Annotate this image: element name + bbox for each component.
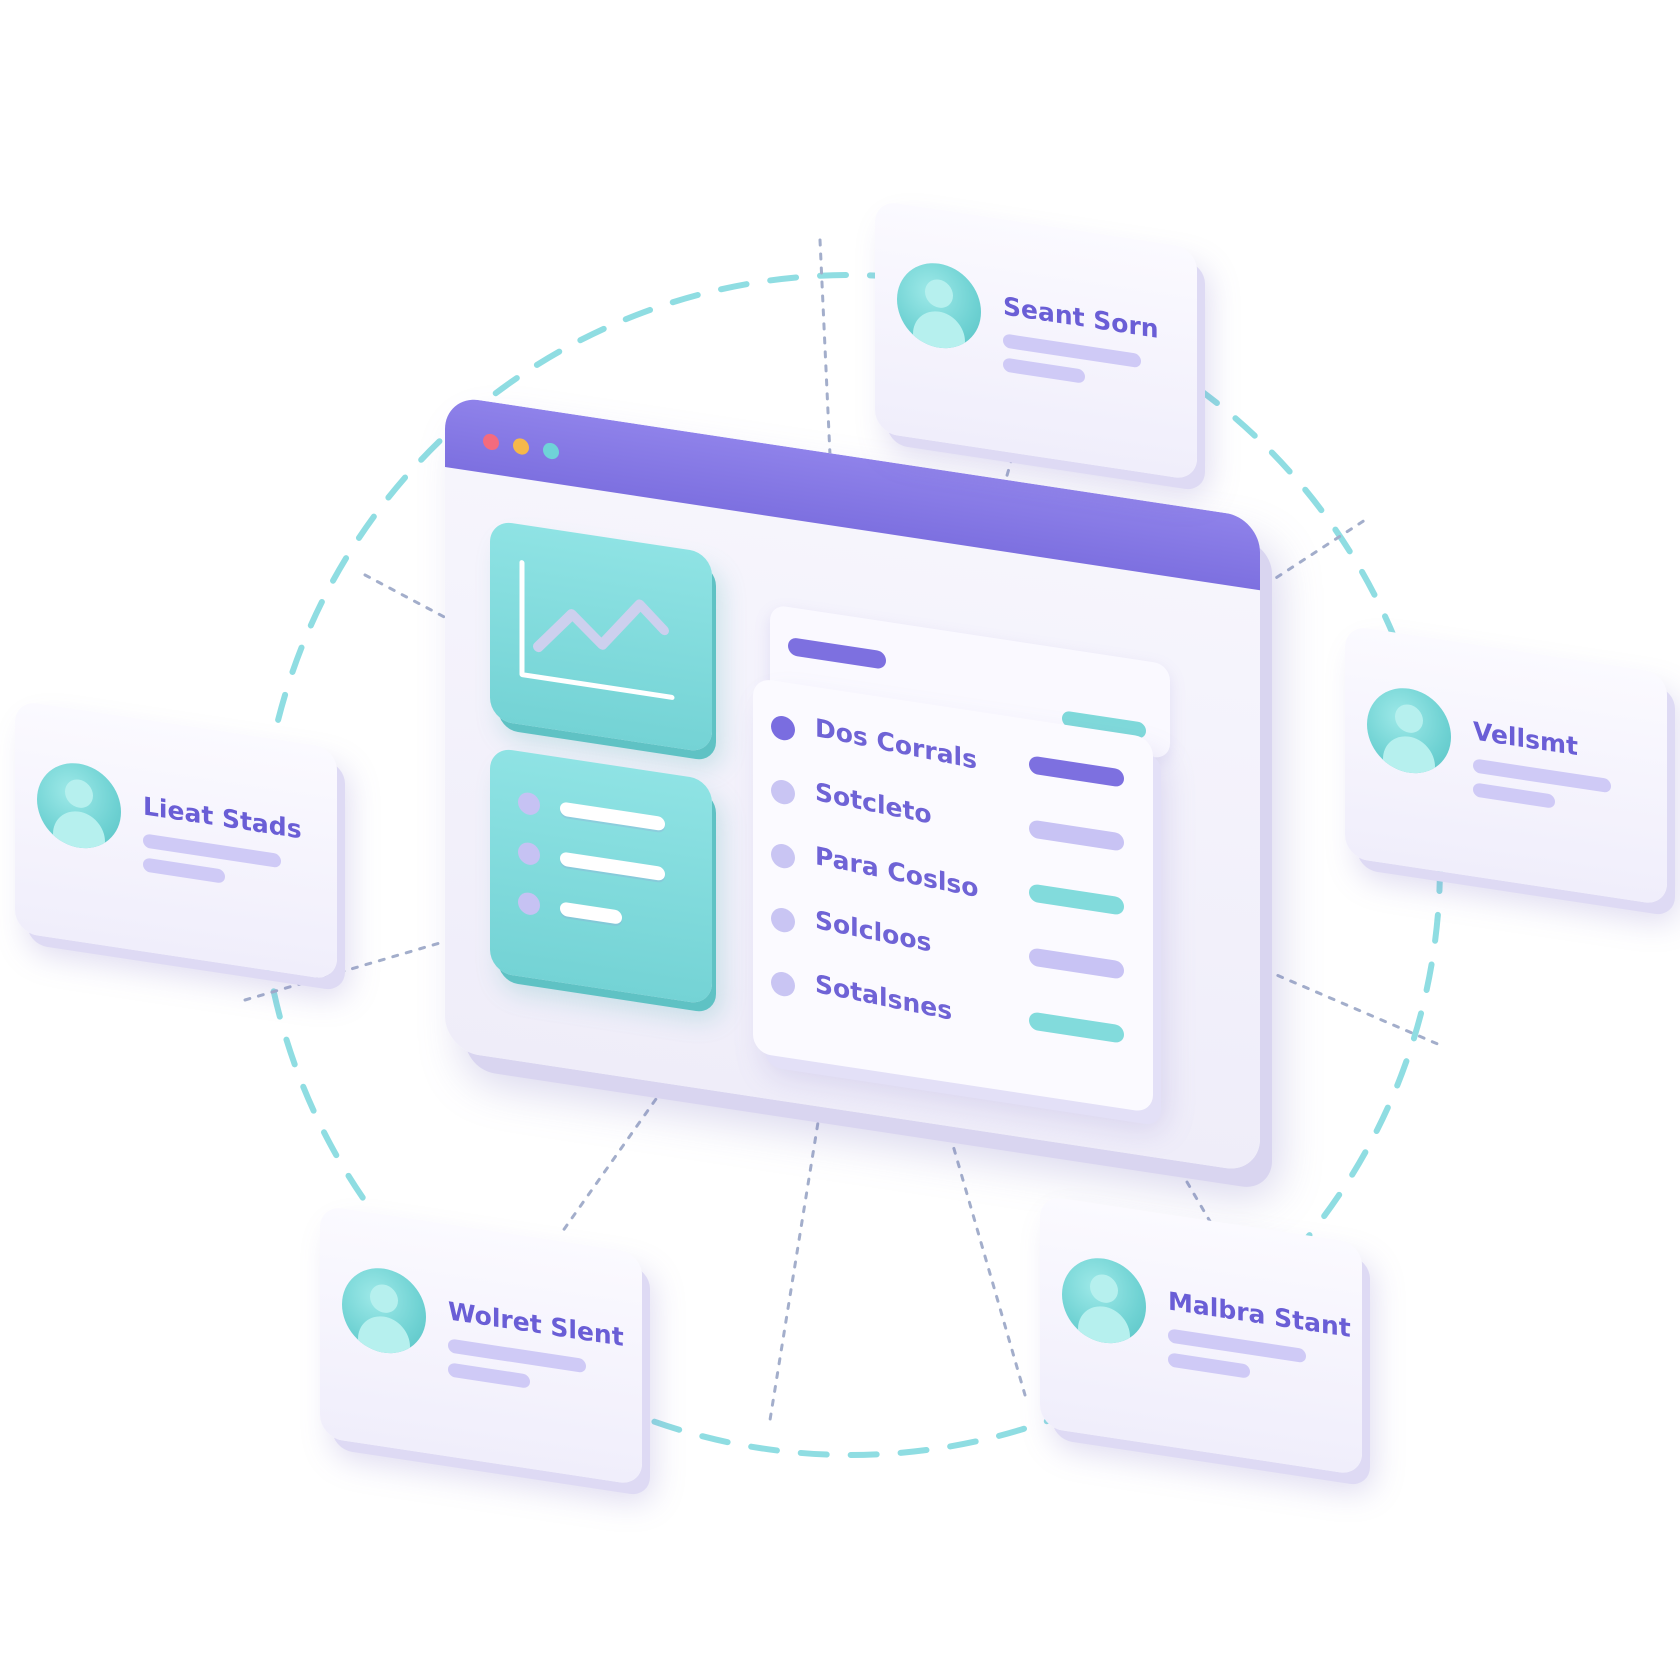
spoke-right-upper (1263, 518, 1367, 587)
spoke-upper-left (363, 573, 452, 622)
spoke-bottom-mid (768, 1108, 822, 1422)
list-item-label: Para Coslso (815, 840, 979, 904)
status-pill (1029, 883, 1124, 916)
profile-name: Vellsmt (1473, 716, 1578, 762)
list-bullet (518, 791, 540, 817)
header-title-bar (788, 636, 886, 670)
profile-detail-line (1168, 1352, 1250, 1379)
status-dot-icon (771, 714, 795, 742)
status-dot-icon (771, 906, 795, 934)
profile-detail-line (1473, 782, 1555, 809)
user-avatar-icon (37, 757, 121, 855)
maximize-dot-icon[interactable] (543, 441, 559, 461)
profile-card-top[interactable]: Seant Sorn (875, 200, 1197, 481)
profile-card-bottom-left[interactable]: Wolret Slent (320, 1205, 642, 1486)
list-item-label: Sotalsnes (815, 968, 953, 1026)
list-line (560, 851, 665, 882)
spoke-right-lower (1263, 968, 1442, 1047)
user-avatar-icon (1367, 682, 1451, 780)
list-line (560, 901, 622, 925)
status-pill (1029, 947, 1124, 980)
status-pill (1029, 1011, 1124, 1044)
minimize-dot-icon[interactable] (513, 437, 529, 456)
profile-detail-line (1003, 357, 1085, 384)
bullet-list-card[interactable] (490, 746, 712, 1006)
status-pill (1029, 755, 1124, 788)
spoke-top-left (818, 238, 832, 457)
profile-detail-line (143, 857, 225, 884)
user-avatar-icon (342, 1262, 426, 1360)
user-avatar-icon (897, 257, 981, 355)
status-pill (1029, 819, 1124, 852)
profile-card-bottom-right[interactable]: Malbra Stant (1040, 1195, 1362, 1476)
list-item-label: Solcloos (815, 904, 932, 958)
status-dot-icon (771, 842, 795, 870)
user-avatar-icon (1062, 1252, 1146, 1350)
chart-card[interactable] (490, 519, 712, 754)
profile-detail-line (448, 1362, 530, 1389)
line-chart-icon (519, 560, 675, 700)
spoke-bottom-right (948, 1133, 1027, 1397)
list-item-label: Sotcleto (815, 776, 932, 830)
list-bullet (518, 841, 540, 867)
profile-card-left[interactable]: Lieat Stads (15, 700, 337, 981)
spoke-bottom-left (558, 1063, 682, 1237)
app-window: Dos Corrals Sotcleto Para Coslso Solcloo… (445, 395, 1260, 1174)
bullet-list-icon (490, 747, 712, 1006)
close-dot-icon[interactable] (483, 432, 499, 452)
list-line (560, 801, 665, 832)
profile-card-right[interactable]: Vellsmt (1345, 625, 1667, 906)
list-item-label: Dos Corrals (815, 712, 978, 775)
list-bullet (518, 891, 540, 917)
status-dot-icon (771, 778, 795, 806)
list-panel: Dos Corrals Sotcleto Para Coslso Solcloo… (753, 677, 1153, 1114)
status-dot-icon (771, 970, 795, 998)
